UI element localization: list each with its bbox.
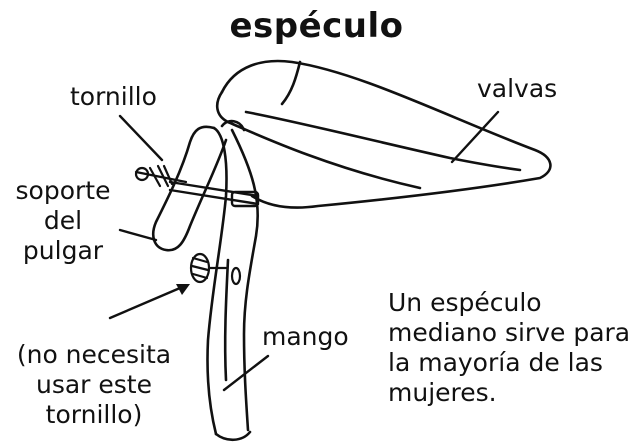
lower-screw [189,252,242,286]
label-soporte-line1: soporte [15,176,111,205]
crossbar [168,180,260,208]
label-tornillo: tornillo [70,82,157,111]
label-soporte-del-pulgar: soporte del pulgar [8,176,118,266]
label-note-line2: usar este [35,370,152,399]
lower-valve [206,126,260,442]
leader-lines [108,110,500,392]
upper-valve [215,59,552,209]
label-soporte-line3: pulgar [22,236,104,265]
caption-line4: mujeres. [388,378,497,407]
label-note-screw: (no necesita usar este tornillo) [4,340,184,430]
top-screw [134,164,188,188]
caption-line3: la mayoría de las [388,348,603,377]
label-note-line3: tornillo) [45,400,143,429]
label-mango: mango [262,322,349,351]
leader-mango [222,354,270,392]
label-valvas: valvas [477,74,558,103]
leader-soporte [118,228,158,242]
caption-line2: mediano sirve para [388,318,631,347]
label-soporte-line2: del [43,206,83,235]
leader-valvas [450,110,500,164]
leader-tornillo [118,114,164,162]
leader-note-screw [108,286,182,320]
diagram-title: espéculo [229,6,404,46]
arrowhead-note [176,284,190,295]
label-note-line1: (no necesita [16,340,172,369]
caption-line1: Un espéculo [388,288,542,317]
caption-block: Un espéculo mediano sirve para la mayorí… [388,288,631,408]
